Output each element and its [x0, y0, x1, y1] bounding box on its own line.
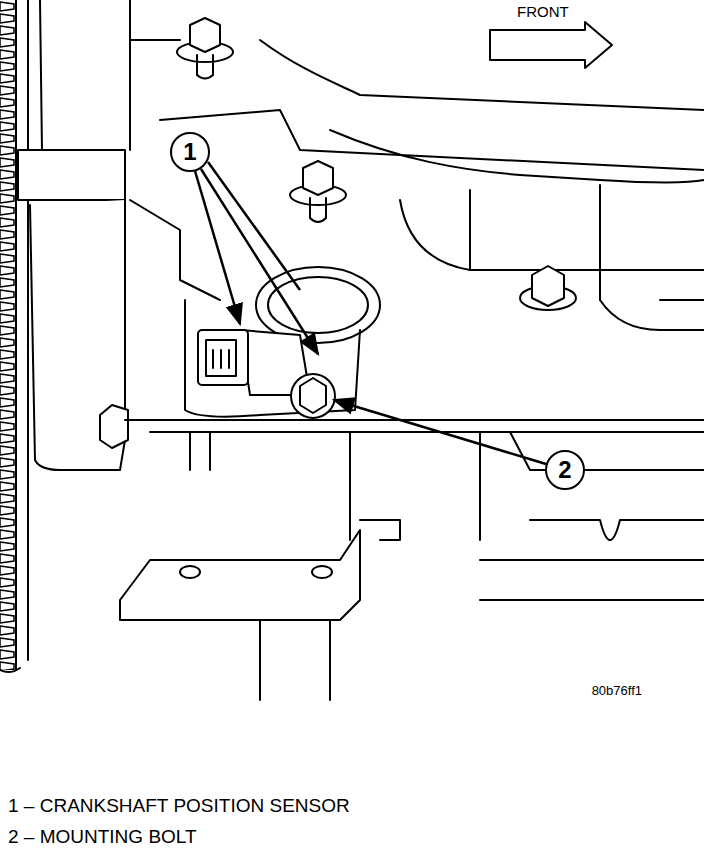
callout-number: 1: [183, 140, 196, 164]
callout-circle: 1: [170, 132, 210, 172]
direction-label: FRONT: [517, 4, 569, 21]
legend-entry: 2 – MOUNTING BOLT: [8, 827, 197, 848]
legend-entry: 1 – CRANKSHAFT POSITION SENSOR: [8, 796, 350, 817]
callout-circle: 2: [545, 450, 585, 490]
figure-code: 80b76ff1: [592, 684, 642, 698]
callout-number: 2: [558, 458, 571, 482]
